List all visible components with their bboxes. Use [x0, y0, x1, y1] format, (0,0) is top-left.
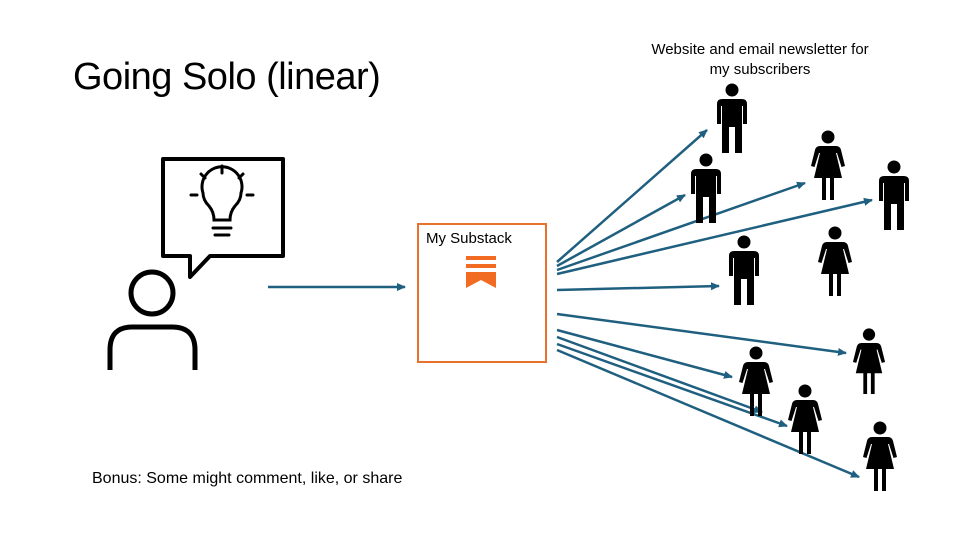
subscriber-2-person-male-icon — [691, 153, 721, 223]
audience-label-line1: Website and email newsletter for — [651, 41, 869, 58]
arrow-to-subscriber-2 — [556, 193, 686, 268]
arrow-to-subscriber-7 — [556, 328, 733, 379]
subscriber-1-person-male-icon — [717, 83, 747, 153]
slide-title: Going Solo (linear) — [73, 56, 381, 98]
substack-hub-box: My Substack — [417, 223, 547, 363]
speech-bubble-icon — [161, 157, 285, 279]
bonus-note: Bonus: Some might comment, like, or shar… — [92, 470, 403, 487]
creator-body — [107, 324, 198, 370]
arrow-to-subscriber-6 — [556, 312, 847, 356]
arrow-to-subscriber-8 — [556, 335, 763, 414]
subscriber-10-person-female-icon — [863, 421, 897, 491]
hub-label: My Substack — [426, 230, 512, 247]
audience-label-line2: my subscribers — [709, 61, 811, 78]
creator-head — [128, 269, 176, 317]
arrow-to-subscriber-10 — [556, 348, 860, 479]
audience-label: Website and email newsletter for my subs… — [620, 40, 900, 80]
arrow-to-subscriber-3 — [556, 181, 806, 272]
arrow-to-subscriber-4 — [556, 197, 873, 276]
subscriber-4-person-male-icon — [879, 160, 909, 230]
lightbulb-icon — [189, 164, 255, 237]
substack-logo-icon — [466, 256, 496, 288]
subscriber-5-person-male-icon — [729, 235, 759, 305]
subscriber-9-person-female-icon — [788, 384, 822, 454]
creator-person-icon — [107, 269, 198, 370]
subscriber-6-person-female-icon — [818, 226, 852, 296]
subscriber-7-person-female-icon — [852, 328, 886, 395]
subscriber-3-person-female-icon — [811, 130, 845, 200]
arrow-to-subscriber-5 — [556, 282, 720, 292]
arrow-to-subscriber-9 — [556, 342, 788, 428]
arrow-to-subscriber-1 — [556, 129, 708, 263]
distribution-arrows — [556, 129, 873, 479]
